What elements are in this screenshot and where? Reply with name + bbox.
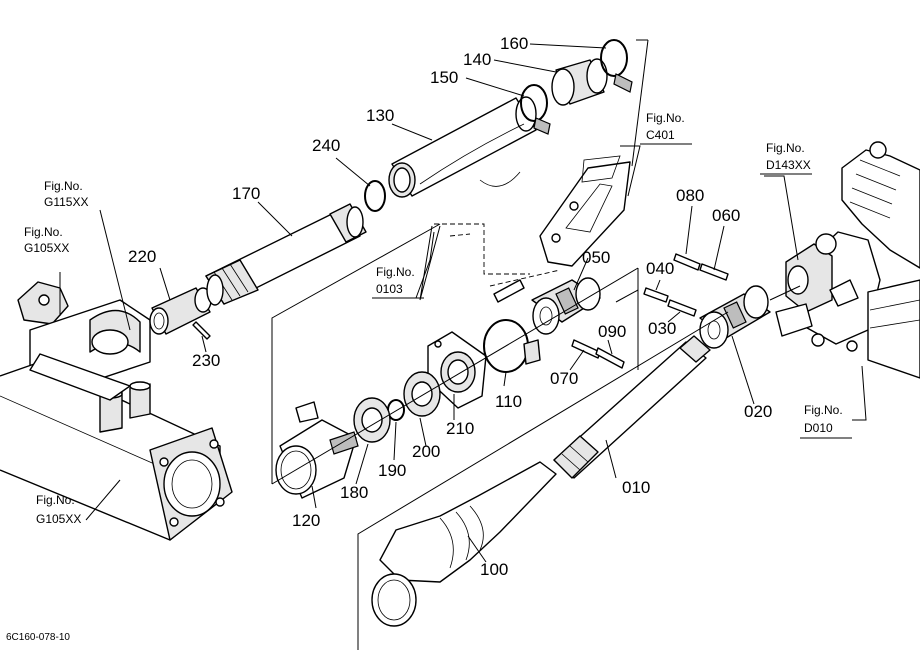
part-130-tube [388,96,537,198]
part-010-shaft [553,335,711,479]
part-150-clamp [520,84,551,135]
label-220: 220 [128,247,156,266]
part-160-clamp [600,39,633,93]
svg-text:D143XX: D143XX [766,158,811,172]
right-engine-illustration [775,141,920,379]
part-170-shaft [205,203,367,306]
part-020-universal-joint [699,285,771,349]
part-210-flange [427,331,487,409]
label-110: 110 [495,392,522,411]
svg-text:Fig.No.: Fig.No. [646,111,685,125]
label-120: 120 [292,511,320,530]
drawing-code: 6C160-078-10 [6,632,70,643]
svg-text:G105XX: G105XX [24,241,69,255]
fig-ref-g115xx: Fig.No. G115XX [44,179,88,209]
label-060: 060 [712,206,740,225]
label-080: 080 [676,186,704,205]
fig-ref-0103: Fig.No. 0103 [372,265,424,299]
svg-text:D010: D010 [804,421,833,435]
label-210: 210 [446,419,474,438]
part-240-o-ring [364,180,386,212]
label-010: 010 [622,478,650,497]
svg-text:G105XX: G105XX [36,512,81,526]
part-number-labels: 160 140 150 130 240 170 220 230 050 080 … [128,34,772,579]
bolt-illustration [493,279,525,303]
part-070-pin [571,339,601,359]
label-160: 160 [500,34,528,53]
part-120-sleeve [275,401,359,499]
svg-text:Fig.No.: Fig.No. [36,493,75,507]
part-080-pin [673,253,701,271]
label-020: 020 [744,402,772,421]
svg-text:Fig.No.: Fig.No. [44,179,83,193]
leader-lines [59,43,867,563]
part-200-bearing [403,371,441,417]
fig-ref-g105xx-bottom: Fig.No. G105XX [36,493,81,526]
label-230: 230 [192,351,220,370]
label-040: 040 [646,259,674,278]
label-180: 180 [340,483,368,502]
part-230-pin [192,321,211,340]
label-050: 050 [582,248,610,267]
fig-ref-d143xx: Fig.No. D143XX [760,141,812,175]
label-200: 200 [412,442,440,461]
dashed-reference-outline [434,223,561,287]
label-070: 070 [550,369,578,388]
part-040-pin [643,287,669,303]
part-090-pin [595,347,625,369]
fig-ref-g105xx-top: Fig.No. G105XX [24,225,69,255]
part-220-coupling [149,287,212,335]
fig-ref-d010: Fig.No. D010 [800,403,852,439]
label-240: 240 [312,136,340,155]
svg-text:Fig.No.: Fig.No. [766,141,805,155]
svg-text:Fig.No.: Fig.No. [804,403,843,417]
part-060-pin [699,263,729,281]
svg-text:Fig.No.: Fig.No. [376,265,415,279]
svg-text:0103: 0103 [376,282,403,296]
svg-text:Fig.No.: Fig.No. [24,225,63,239]
svg-text:G115XX: G115XX [44,195,88,209]
left-housing-illustration [0,281,233,541]
fig-ref-c401: Fig.No. C401 [640,111,692,145]
label-130: 130 [366,106,394,125]
steering-bracket-illustration [479,155,631,267]
part-050-universal-joint [531,277,601,335]
part-180-bearing [353,397,391,443]
label-100: 100 [480,560,508,579]
label-190: 190 [378,461,406,480]
svg-text:C401: C401 [646,128,675,142]
label-030: 030 [648,319,676,338]
assembly-lines [271,39,801,650]
label-170: 170 [232,184,260,203]
label-090: 090 [598,322,626,341]
part-140-hose [551,58,608,106]
part-110-ring [483,319,541,373]
figure-references: Fig.No. G115XX Fig.No. G105XX Fig.No. G1… [24,111,852,526]
label-150: 150 [430,68,458,87]
part-100-boot [371,461,557,627]
label-140: 140 [463,50,491,69]
part-030-pin [667,299,697,317]
